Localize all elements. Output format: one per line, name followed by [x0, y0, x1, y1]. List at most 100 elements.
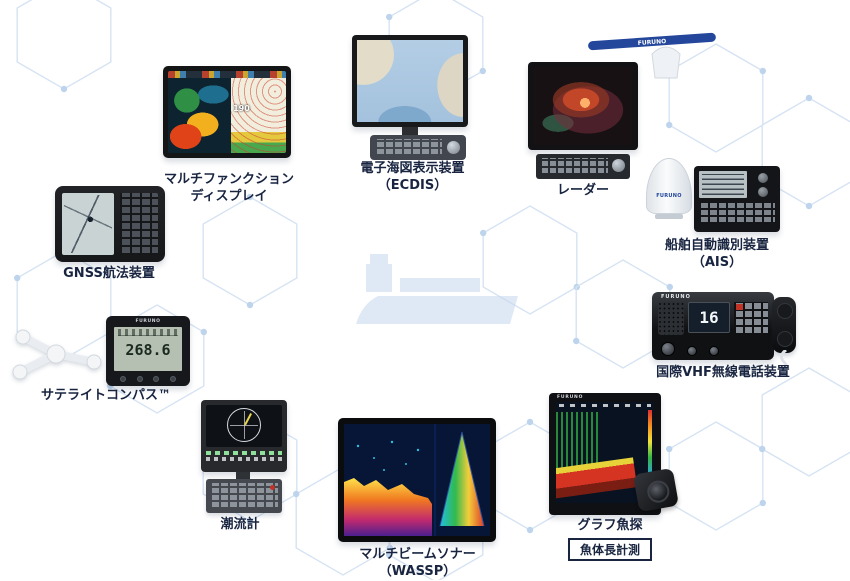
label-line: 船舶自動識別装置 [664, 238, 769, 253]
current-compass-screen [206, 405, 282, 447]
product-label-gnss: GNSS航法装置 [44, 266, 174, 283]
product-multibeam-sonar[interactable]: マルチビームソナー （WASSP） [335, 418, 500, 580]
data-row [206, 451, 282, 455]
screen-data-rows [206, 451, 282, 461]
label-line: ディスプレイ [190, 188, 268, 204]
ais-screen [699, 171, 747, 198]
brand-text: FURUNO [557, 395, 584, 400]
display-mount [236, 472, 250, 479]
antenna-pedestal [651, 46, 681, 79]
vhf-handset [772, 297, 796, 353]
fish-length-measurement-badge: 魚体長計測 [567, 538, 653, 561]
mfd-split-view: 190 [168, 78, 286, 153]
vhf-knobs [661, 342, 719, 356]
button-icon [153, 376, 160, 382]
label-line: サテライトコンパス™ [40, 388, 171, 403]
product-vhf-radiotelephone[interactable]: FURUNO 16 国際VHF無線電話装置 [648, 292, 798, 388]
wassp-monitor [338, 418, 496, 542]
gnss-keypad [119, 193, 158, 255]
channel-screen: 16 [688, 302, 730, 333]
button-icon [120, 376, 126, 382]
label-line: （AIS） [691, 254, 743, 270]
antenna-array [588, 32, 716, 51]
mfd-screen: 190 [168, 71, 286, 153]
label-line: マルチファンクション [163, 172, 294, 187]
satellite-compass-display: FURUNO 268.6 [106, 316, 190, 386]
product-radar[interactable]: レーダー [524, 62, 642, 204]
product-radar-antenna[interactable]: FURUNO [582, 22, 722, 84]
mfd-depth-value: 190 [233, 103, 250, 113]
ecdis-keyboard [370, 135, 466, 160]
heading-screen: 268.6 [114, 327, 182, 371]
product-ecdis[interactable]: 電子海図表示装置 （ECDIS） [340, 35, 485, 197]
keyboard-keys [375, 139, 442, 156]
product-multifunction-display[interactable]: 190 マルチファンクション ディスプレイ [148, 66, 310, 208]
button-icon [169, 376, 176, 382]
heading-value: 268.6 [125, 341, 171, 359]
brand-text: FURUNO [656, 193, 682, 199]
label-line: 国際VHF無線電話装置 [656, 365, 790, 380]
product-gnss-navigator[interactable]: GNSS航法装置 [44, 186, 174, 292]
ship-deck-cargo [400, 278, 480, 292]
product-label-mfd: マルチファンクション ディスプレイ [148, 172, 310, 206]
mfd-sonar-view [168, 78, 232, 153]
ship-hull [356, 296, 518, 324]
ecdis-monitor [352, 35, 468, 127]
product-label-satellite-compass: サテライトコンパス™ [6, 388, 206, 405]
knob-icon [687, 346, 697, 356]
multifunction-display-device: 190 [163, 66, 291, 158]
product-fish-finder[interactable]: FURUNO グラフ魚探 魚体長計測 [542, 393, 679, 565]
label-line: グラフ魚探 [577, 518, 643, 533]
knob-icon [709, 346, 719, 356]
product-satellite-compass[interactable]: FURUNO 268.6 サテライトコンパス™ [6, 314, 206, 412]
ais-antenna-dome: FURUNO [646, 158, 692, 219]
gnss-navigator-device [55, 186, 165, 262]
label-line: 電子海図表示装置 [360, 161, 465, 176]
control-keys [210, 483, 278, 509]
label-line: （ECDIS） [377, 177, 448, 193]
color-scale-bar [648, 410, 652, 489]
button-icon [136, 376, 143, 382]
wassp-sonar-screen [344, 424, 490, 536]
ship-silhouette [356, 254, 518, 324]
product-label-wassp: マルチビームソナー （WASSP） [335, 547, 500, 581]
label-line: （WASSP） [378, 563, 457, 579]
knob-icon [661, 342, 675, 356]
brand-text: FURUNO [661, 294, 691, 300]
product-label-radar: レーダー [524, 183, 642, 200]
product-current-indicator[interactable]: 潮流計 [192, 400, 288, 544]
radar-antenna-unit: FURUNO [588, 32, 716, 79]
keyboard-keys [540, 158, 608, 175]
screen-status-row [118, 329, 178, 336]
gnss-plotter-screen [62, 193, 114, 255]
product-label-fish-finder: グラフ魚探 [542, 518, 678, 535]
radar-echo-screen [533, 67, 633, 145]
ais-keypad [699, 202, 775, 224]
label-line: マルチビームソナー [359, 547, 476, 562]
measurement-unit [633, 467, 679, 515]
knob-icon [758, 186, 768, 197]
data-row [206, 457, 282, 461]
product-label-current-indicator: 潮流計 [192, 517, 288, 534]
display-buttons [120, 376, 176, 382]
product-label-vhf: 国際VHF無線電話装置 [648, 365, 798, 382]
mfd-menu-bar [168, 71, 286, 78]
compass-ring [227, 408, 261, 442]
ais-transponder-unit [694, 166, 780, 232]
measurement-unit-lens [633, 467, 679, 513]
current-indicator-control-panel [206, 479, 282, 513]
ais-knobs [751, 171, 775, 198]
radar-control-keyboard [536, 154, 630, 179]
seabed-profile [344, 478, 432, 536]
product-label-ecdis: 電子海図表示装置 （ECDIS） [340, 161, 485, 195]
current-indicator-display [201, 400, 287, 472]
screen-header-row [559, 404, 651, 407]
monitor-stand [402, 127, 418, 135]
label-line: 潮流計 [220, 517, 260, 532]
product-ais[interactable]: FURUNO 船舶自動識別装置 （AIS） [644, 156, 790, 278]
vhf-front-panel: FURUNO 16 [652, 292, 774, 360]
vhf-keypad [734, 302, 768, 335]
channel-number: 16 [699, 308, 719, 327]
product-label-ais: 船舶自動識別装置 （AIS） [644, 238, 790, 272]
radar-monitor [528, 62, 638, 150]
